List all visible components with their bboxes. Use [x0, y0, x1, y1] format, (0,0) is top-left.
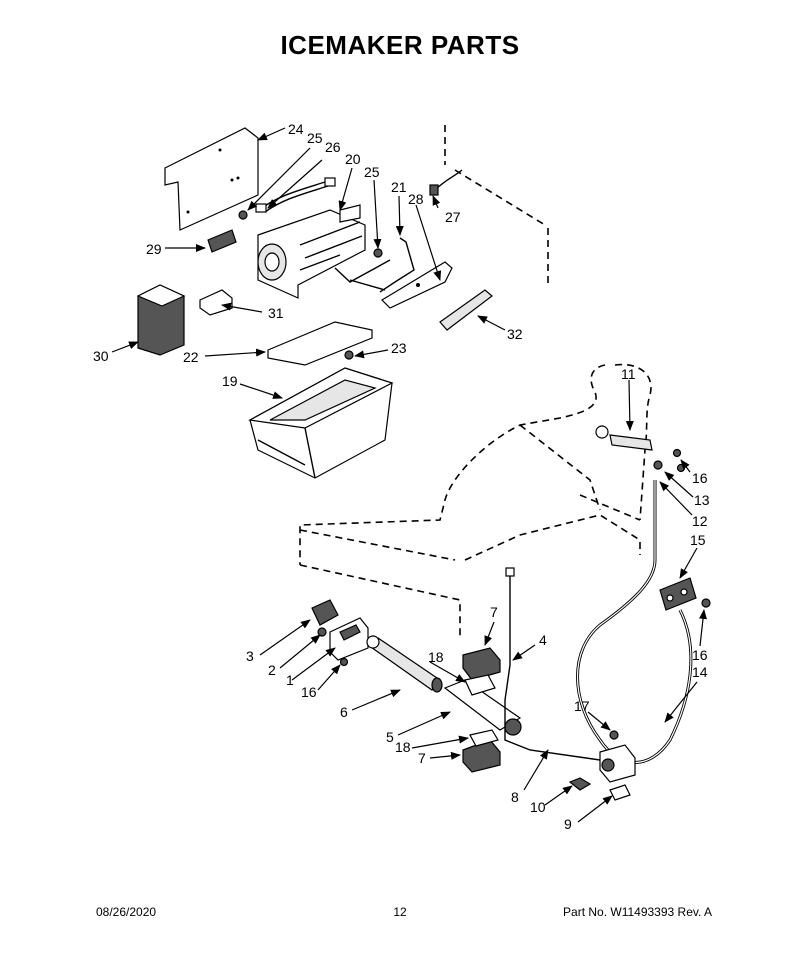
filter-head — [443, 679, 522, 736]
screw — [609, 730, 619, 740]
bin-bracket — [199, 289, 233, 316]
filter-cap — [311, 599, 339, 626]
water-line — [576, 480, 693, 764]
callout-23: 23 — [391, 340, 407, 356]
filter-clip — [317, 627, 327, 637]
callout-30: 30 — [93, 348, 109, 364]
mounting-plate — [164, 127, 259, 231]
callout-13: 13 — [694, 492, 710, 508]
callout-11: 11 — [621, 366, 636, 382]
callout-22: 22 — [183, 349, 199, 365]
screw — [339, 657, 349, 667]
callout-17: 17 — [574, 698, 590, 714]
callout-16: 16 — [692, 647, 708, 663]
callout-7: 7 — [490, 604, 498, 620]
shutoff-arm — [349, 237, 415, 293]
bin-cover-plate — [267, 321, 373, 366]
screws-13-16 — [653, 448, 686, 473]
ice-bin — [248, 367, 394, 479]
harness-connector — [429, 169, 463, 196]
tape-upper — [464, 674, 496, 696]
footer-date: 08/26/2020 — [96, 905, 157, 919]
callout-27: 27 — [445, 209, 461, 225]
callout-20: 20 — [345, 151, 361, 167]
callout-7: 7 — [418, 750, 426, 766]
callout-3: 3 — [246, 648, 254, 664]
footer-page-number: 12 — [393, 905, 407, 919]
wire-harness — [255, 177, 336, 213]
callout-21: 21 — [391, 179, 407, 195]
screw — [373, 248, 383, 258]
callout-15: 15 — [690, 532, 706, 548]
callout-25: 25 — [364, 164, 380, 180]
cabinet-outline — [299, 125, 652, 640]
tape-lower — [469, 729, 499, 747]
callout-8: 8 — [511, 789, 519, 805]
screw — [238, 210, 248, 220]
water-filter — [366, 635, 443, 693]
fill-cup-heater — [595, 425, 653, 451]
callout-9: 9 — [564, 816, 572, 832]
callout-18: 18 — [428, 649, 444, 665]
foam-block — [136, 284, 186, 356]
callout-12: 12 — [692, 513, 708, 529]
callout-24: 24 — [288, 121, 304, 137]
callout-10: 10 — [530, 799, 546, 815]
foam-pad-upper — [462, 647, 501, 681]
callout-4: 4 — [539, 632, 547, 648]
callout-16: 16 — [692, 470, 708, 486]
filter-housing — [329, 617, 369, 661]
callout-6: 6 — [340, 704, 348, 720]
callout-16: 16 — [301, 684, 317, 700]
callout-26: 26 — [325, 139, 341, 155]
screw — [344, 350, 354, 360]
callout-14: 14 — [692, 664, 708, 680]
callout-5: 5 — [386, 729, 394, 745]
leader-lines — [111, 127, 707, 823]
callout-19: 19 — [222, 373, 238, 389]
icemaker-assembly — [257, 204, 391, 299]
callout-25: 25 — [307, 130, 323, 146]
tube-clamp — [659, 577, 711, 611]
valve-bracket — [568, 777, 592, 791]
water-valve — [599, 744, 636, 783]
ejector-cover — [381, 261, 453, 309]
callout-29: 29 — [146, 241, 162, 257]
callout-1: 1 — [286, 672, 294, 688]
callout-labels: 24 25 26 20 25 21 28 27 29 31 32 30 22 2… — [93, 121, 710, 832]
callout-2: 2 — [268, 662, 276, 678]
callout-18: 18 — [395, 739, 411, 755]
callout-32: 32 — [507, 326, 523, 342]
callout-31: 31 — [268, 305, 284, 321]
insulation-pad — [207, 229, 237, 253]
footer-part-number: Part No. W11493393 Rev. A — [563, 905, 712, 919]
page-title: ICEMAKER PARTS — [280, 30, 520, 60]
fill-tube — [439, 289, 493, 331]
valve-mount — [609, 784, 631, 801]
callout-28: 28 — [408, 191, 424, 207]
